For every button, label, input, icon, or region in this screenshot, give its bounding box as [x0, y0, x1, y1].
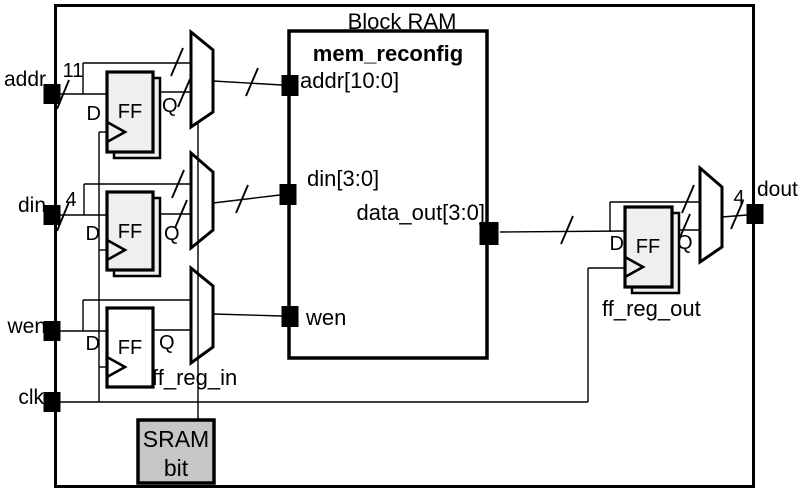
bram-din-port [279, 184, 297, 205]
bus-slash-din-bypass [171, 169, 185, 199]
block-ram-box [287, 29, 489, 360]
out-mux [698, 164, 724, 265]
bus-slash-din-out [235, 184, 249, 214]
bram-data-out-port [479, 222, 499, 245]
ff-reg-in-label: ff_reg_in [152, 365, 237, 390]
out-ff-d-label: D [610, 233, 624, 255]
bus-slash-data-out [560, 215, 574, 245]
wen-ff-q-label: Q [159, 332, 175, 354]
out-ff-label: FF [636, 236, 660, 258]
out-mux-out-wire [721, 214, 748, 218]
wen-mux-out-wire [212, 313, 283, 317]
din-port-label: din [18, 194, 46, 217]
sram-label-line2: bit [164, 455, 189, 481]
bram-wen-label: wen [305, 305, 346, 330]
ff-reg-in-wen [105, 306, 155, 389]
din-ff-label: FF [118, 221, 142, 243]
addr-ff-label: FF [118, 101, 142, 123]
bus-slash-addr-q [177, 78, 191, 108]
out-ff-clock-triangle-icon [624, 255, 646, 279]
sram-bit-box [136, 418, 216, 485]
din-mux [189, 149, 215, 252]
din-port [43, 205, 61, 225]
addr-port-label: addr [4, 68, 46, 91]
addr-mux-out-wire [212, 80, 283, 86]
addr-port [43, 84, 61, 104]
clk-port-label: clk [18, 386, 44, 409]
wen-ff-d-label: D [86, 333, 100, 355]
wen-ff [105, 306, 155, 389]
wen-ff-label: FF [118, 337, 142, 359]
clk-port [43, 392, 61, 412]
bram-addr-label: addr[10:0] [300, 68, 399, 93]
addr-ff-q-label: Q [162, 95, 178, 117]
module-name-label: mem_reconfig [313, 41, 463, 66]
din-mux-out-wire [212, 194, 281, 204]
wen-ff-clock-triangle-icon [106, 355, 128, 379]
bus-slash-din-q [174, 199, 188, 229]
bus-slash-addr-out [245, 67, 259, 97]
out-ff-q-label: Q [677, 232, 693, 254]
ff-reg-out-group [623, 205, 681, 295]
bus-slash-din-port [56, 201, 70, 232]
block-ram-title: Block RAM [348, 9, 457, 34]
bus-slash-dout [730, 200, 744, 230]
bram-wen-port [281, 306, 299, 327]
bus-slash-addr-port [56, 79, 70, 110]
wires [60, 62, 748, 420]
wen-port-label: wen [6, 315, 46, 338]
bram-data-out-label: data_out[3:0] [357, 200, 485, 225]
data-out-wire [499, 230, 626, 233]
bram-din-label: din[3:0] [307, 166, 379, 191]
ff-reg-out-label: ff_reg_out [602, 296, 701, 321]
bus-slashes [56, 47, 744, 245]
addr-mux [189, 28, 215, 130]
port-squares [43, 75, 764, 412]
dout-bus-width-label: 4 [733, 187, 744, 209]
din-bus-width-label: 4 [65, 189, 76, 211]
din-ff-q-label: Q [164, 223, 180, 245]
addr-ff-clock-triangle-icon [106, 120, 128, 144]
chip-boundary [54, 4, 755, 488]
dout-port-label: dout [757, 178, 798, 201]
wen-mux [189, 264, 215, 366]
din-ff-clock-triangle-icon [106, 238, 128, 262]
bram-addr-port [281, 75, 299, 96]
labels: addr 11 din 4 wen clk dout 4 Block RAM m… [4, 9, 798, 481]
ff-reg-in-addr [105, 70, 162, 160]
ff-reg-in-din [105, 190, 162, 278]
dout-port [746, 204, 764, 224]
bus-slash-dout-bypass [681, 184, 695, 214]
sram-label-line1: SRAM [143, 426, 209, 452]
din-ff-d-label: D [86, 223, 100, 245]
addr-bus-width-label: 11 [63, 60, 84, 82]
wen-port [43, 321, 61, 341]
bus-slash-addr-bypass [170, 47, 184, 77]
addr-ff-d-label: D [87, 103, 101, 125]
